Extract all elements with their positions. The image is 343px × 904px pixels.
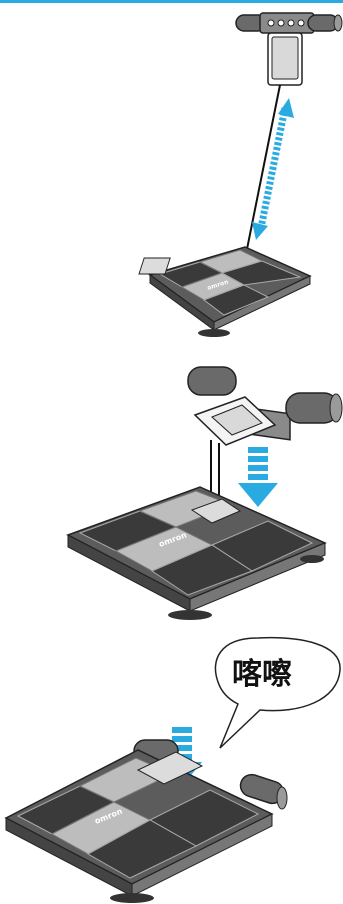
down-arrow-icon — [238, 447, 278, 507]
scale-base: omron — [68, 487, 325, 620]
handle-unit — [188, 367, 342, 445]
click-sound-text: 喀嚓 — [232, 657, 292, 692]
scale-base: omron — [6, 740, 287, 903]
step-2-illustration: omron — [0, 345, 343, 630]
step-1-illustration: omron — [0, 0, 343, 345]
handle-unit — [236, 13, 342, 85]
speech-bubble: 喀嚓 — [215, 638, 340, 748]
scale-base: omron — [139, 247, 310, 337]
step-3-illustration: 喀嚓 omron — [0, 630, 343, 904]
